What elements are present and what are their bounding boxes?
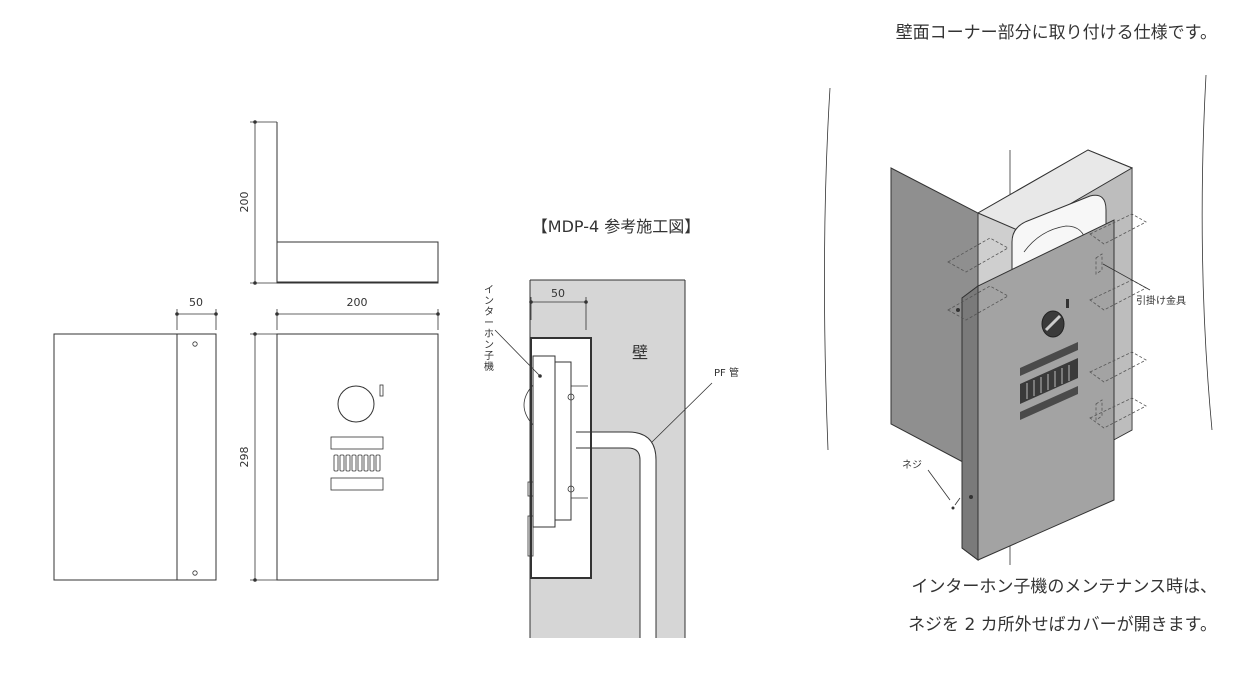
svg-text:ホ: ホ [484, 328, 494, 340]
isometric-illustration: 引掛け金具 ネジ [824, 74, 1213, 565]
dim-side-height: 200 [238, 192, 251, 213]
dim-section-depth: 50 [551, 287, 565, 300]
svg-text:ン: ン [484, 340, 494, 351]
dim-width: 200 [347, 296, 368, 309]
svg-text:ン: ン [484, 296, 494, 307]
svg-text:タ: タ [484, 306, 494, 318]
svg-text:イ: イ [484, 285, 494, 296]
speaker-grille [333, 454, 381, 472]
hook-bracket-label: 引掛け金具 [1136, 294, 1186, 307]
dim-depth: 50 [189, 296, 203, 309]
front-view: 200 298 [238, 296, 440, 582]
screw-label: ネジ [902, 459, 922, 471]
wall-label: 壁 [632, 343, 648, 362]
top-view: 200 [238, 120, 439, 285]
svg-text:機: 機 [484, 360, 494, 373]
intercom-unit-label: イ ン タ ー ホ ン 子 機 [484, 285, 494, 373]
mounting-spec-heading: 壁面コーナー部分に取り付ける仕様です。 [896, 23, 1217, 43]
installation-figure-title: 【MDP-4 参考施工図】 [532, 217, 700, 236]
dim-height: 298 [238, 447, 251, 468]
side-view: 50 [53, 296, 218, 581]
svg-text:ー: ー [484, 318, 494, 329]
installation-section: 50 壁 PF 管 イ ン タ ー ホ ン 子 機 [484, 279, 739, 638]
maintenance-note-line-1: インターホン子機のメンテナンス時は、 [911, 577, 1217, 597]
pf-pipe-label: PF 管 [714, 366, 739, 379]
maintenance-note-line-2: ネジを 2 カ所外せばカバーが開きます。 [908, 615, 1217, 635]
svg-text:子: 子 [484, 350, 494, 362]
